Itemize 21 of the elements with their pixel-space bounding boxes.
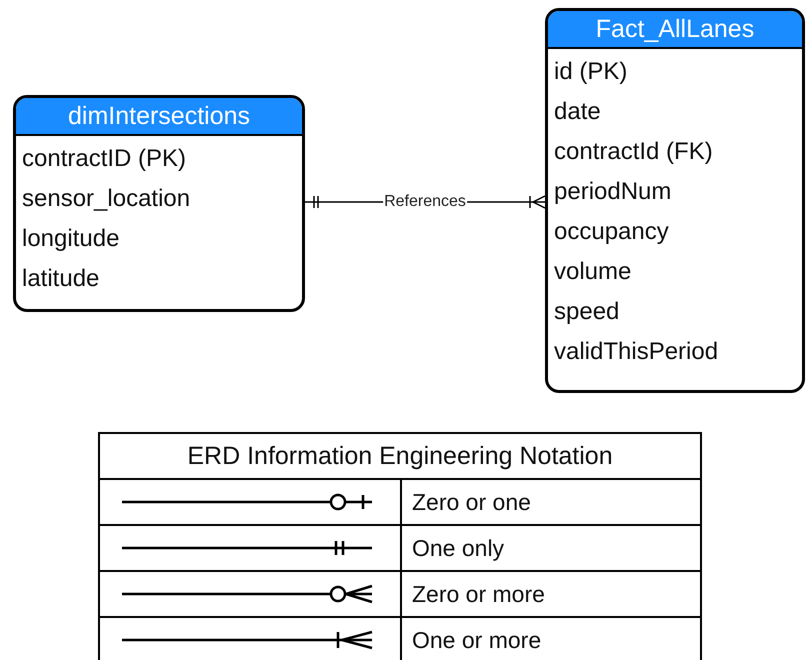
field-name: contractId (FK) xyxy=(554,137,714,167)
entity-table xyxy=(13,95,305,312)
field-name: contractID (PK) xyxy=(22,144,188,174)
entity-header: dimIntersections xyxy=(16,98,302,136)
field-name: id (PK) xyxy=(554,57,628,87)
field-name: occupancy xyxy=(554,217,670,247)
field-name: longitude xyxy=(22,224,120,254)
entity-table xyxy=(545,8,805,393)
legend-text: One only xyxy=(412,534,504,562)
field-name: sensor_location xyxy=(22,184,192,214)
field-name: latitude xyxy=(22,264,100,294)
table-title: ERD Information Engineering Notation xyxy=(100,434,700,480)
legend-text: Zero or more xyxy=(412,580,545,608)
field-name: speed xyxy=(554,297,620,327)
legend-text: One or more xyxy=(412,626,542,654)
field-name: volume xyxy=(554,257,632,287)
field-name: periodNum xyxy=(554,177,672,207)
field-name: validThisPeriod xyxy=(554,337,720,367)
field-name: date xyxy=(554,97,602,127)
legend-text: Zero or one xyxy=(412,488,531,516)
entity-header: Fact_AllLanes xyxy=(548,11,802,49)
